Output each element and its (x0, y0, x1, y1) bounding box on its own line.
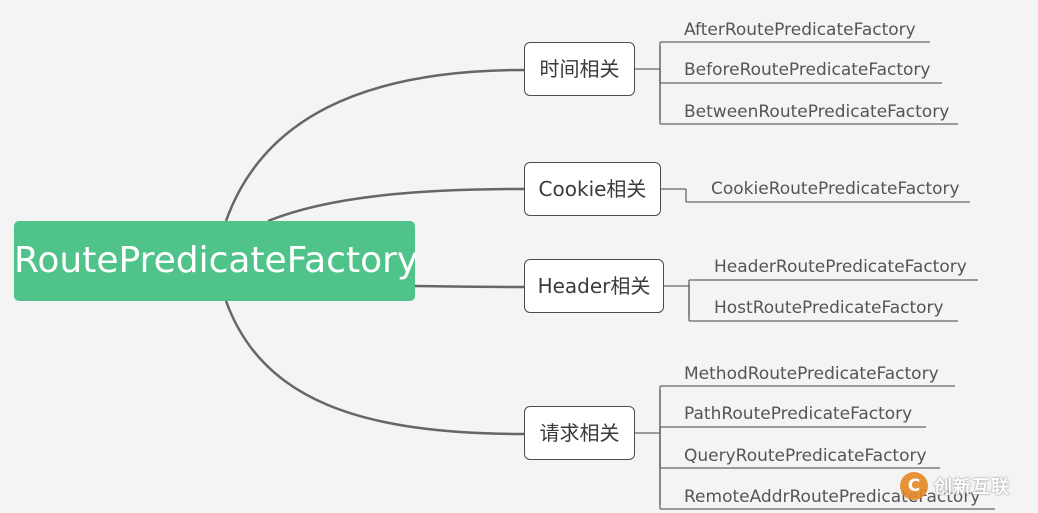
leaf-header[interactable]: HeaderRoutePredicateFactory (714, 257, 967, 277)
leaf-after[interactable]: AfterRoutePredicateFactory (684, 20, 916, 40)
connector-root-header (414, 284, 525, 289)
watermark-text: 创新互联 (934, 477, 1010, 498)
connector-root-cookie (267, 187, 525, 223)
leaf-host[interactable]: HostRoutePredicateFactory (714, 298, 944, 318)
leaf-query[interactable]: QueryRoutePredicateFactory (684, 446, 927, 466)
category-node-cookie[interactable]: Cookie相关 (524, 162, 661, 216)
leaf-path[interactable]: PathRoutePredicateFactory (684, 404, 913, 424)
leaf-between[interactable]: BetweenRoutePredicateFactory (684, 102, 950, 122)
connector-root-request (224, 300, 525, 436)
connector-root-time (224, 68, 525, 222)
watermark-logo-icon: C (900, 472, 928, 500)
leaf-before[interactable]: BeforeRoutePredicateFactory (684, 60, 931, 80)
leaf-method[interactable]: MethodRoutePredicateFactory (684, 364, 939, 384)
category-node-time[interactable]: 时间相关 (524, 42, 635, 96)
watermark: C 创新互联 (900, 468, 1035, 504)
leaf-cookie[interactable]: CookieRoutePredicateFactory (711, 179, 960, 199)
category-node-header[interactable]: Header相关 (524, 259, 664, 313)
root-node[interactable]: RoutePredicateFactory (14, 221, 418, 301)
category-node-request[interactable]: 请求相关 (524, 406, 635, 460)
